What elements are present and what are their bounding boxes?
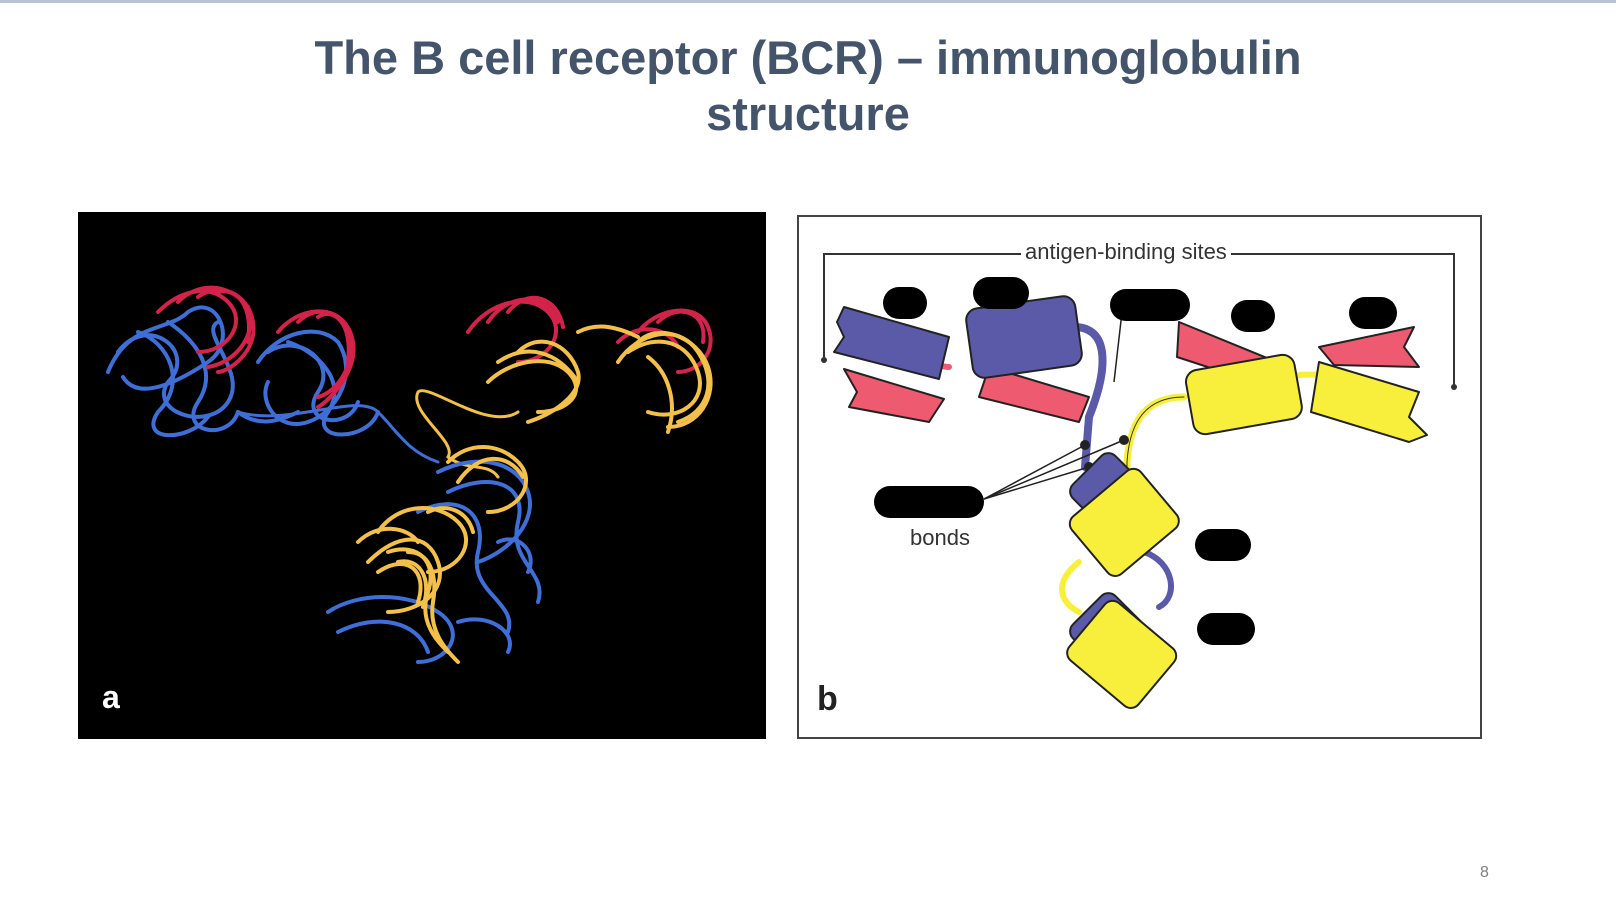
- left-cl-domain: [978, 366, 1090, 423]
- redacted-label-1: [883, 287, 927, 319]
- antibody-schematic-figure: antigen-binding sites bonds b: [797, 215, 1482, 739]
- redacted-label-7: [1195, 529, 1251, 561]
- redacted-label-5: [1349, 297, 1397, 329]
- redacted-label-2: [973, 277, 1029, 309]
- title-line-1: The B cell receptor (BCR) – immunoglobul…: [314, 31, 1302, 84]
- panel-b-letter: b: [817, 680, 838, 718]
- left-vh-domain: [833, 306, 950, 380]
- bracket-end-right: [1451, 384, 1457, 390]
- bond-pointers: [983, 311, 1125, 500]
- redacted-label-6: [874, 486, 984, 518]
- hinge-blue-ribbon: [236, 404, 440, 464]
- fc-heavy-ribbon-gold: [356, 445, 529, 664]
- bonds-label: bonds: [910, 525, 970, 550]
- fc-linker-blue: [1141, 549, 1174, 610]
- fab-right-heavy-ribbon: [486, 324, 713, 434]
- antigen-binding-sites-label: antigen-binding sites: [1021, 239, 1231, 265]
- hinge-ribbon: [415, 389, 520, 479]
- redacted-label-4: [1231, 300, 1275, 332]
- title-line-2: structure: [706, 87, 910, 140]
- redacted-label-3: [1110, 289, 1190, 321]
- page-number: 8: [1480, 864, 1489, 881]
- ribbon-structure-svg: a: [102, 285, 713, 715]
- antibody-schematic-svg: [821, 253, 1457, 709]
- fc-linker-yellow: [1059, 559, 1082, 615]
- top-rule: [0, 0, 1616, 3]
- heavy-chain-hinge-right: [1123, 393, 1188, 481]
- fab-left-light-ribbon: [156, 285, 356, 409]
- fc-ch3-heavy-b: [1066, 599, 1178, 709]
- bracket-end-left: [821, 357, 827, 363]
- heavy-chain-hinge-left: [1070, 323, 1107, 471]
- right-ch1-domain: [1185, 353, 1303, 436]
- left-vl-domain: [843, 368, 945, 423]
- fc-heavy-ribbon-blue: [326, 459, 542, 664]
- fc-ch2-heavy-b: [1068, 467, 1180, 577]
- redacted-label-8: [1197, 613, 1255, 645]
- right-vh-domain: [1310, 361, 1428, 443]
- ribbon-structure-figure: a: [78, 212, 766, 739]
- fab-left-heavy-ribbon: [106, 305, 380, 438]
- hinge-right-outline: [1126, 396, 1185, 478]
- right-vl-domain: [1318, 326, 1420, 368]
- slide-title: The B cell receptor (BCR) – immunoglobul…: [200, 30, 1416, 142]
- panel-a-letter: a: [102, 679, 120, 715]
